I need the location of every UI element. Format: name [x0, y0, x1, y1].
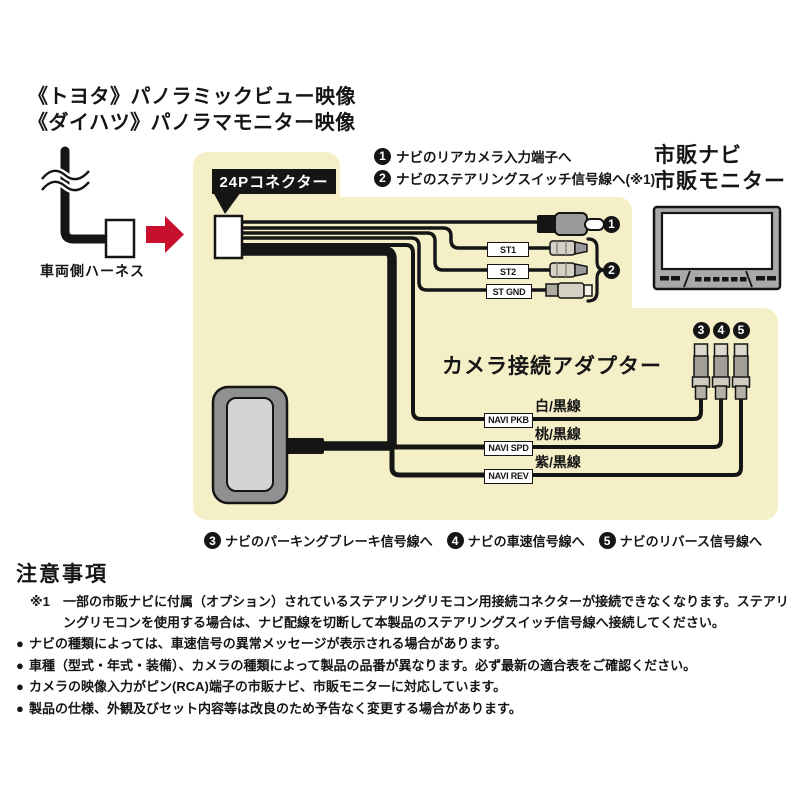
notice-item-3: ● 車種（型式・年式・装備）、カメラの種類によって製品の品番が異なります。必ず最…	[16, 656, 790, 677]
aftermarket-nav-heading: 市販ナビ 市販モニター	[654, 143, 786, 195]
badge-4: 4	[712, 321, 730, 339]
note-bottom-4: 4 ナビの車速信号線へ	[446, 531, 585, 550]
monitor-icon	[652, 205, 782, 291]
rev-wire-color-label: 紫/黒線	[535, 454, 581, 470]
adapter-box-icon	[211, 385, 324, 505]
pkb-wire-color-label: 白/黒線	[535, 398, 581, 414]
note-bottom-5: 5 ナビのリバース信号線へ	[598, 531, 762, 550]
harness-connector-icon	[104, 218, 136, 259]
vehicle-harness-label: 車両側ハーネス	[40, 263, 145, 279]
notice-item-1-text: 一部の市販ナビに付属（オプション）されているステアリングリモコン用接続コネクター…	[63, 594, 789, 630]
st-gnd-tag: ST GND	[486, 284, 532, 299]
note-top-2: 2 ナビのステアリングスイッチ信号線へ(※1)	[374, 168, 655, 188]
st2-terminal-icon	[549, 262, 588, 278]
navi-spd-tag: NAVI SPD	[484, 440, 533, 456]
note-bottom-4-text: ナビの車速信号線へ	[467, 534, 585, 549]
notice-item-5: ● 製品の仕様、外観及びセット内容等は改良のため予告なく変更する場合があります。	[16, 699, 790, 720]
notice-item-4-text: カメラの映像入力がピン(RCA)端子の市販ナビ、市販モニターに対応しています。	[29, 679, 507, 694]
note-top-2-text: ナビのステアリングスイッチ信号線へ(※1)	[396, 172, 656, 187]
badge-3: 3	[692, 321, 710, 339]
spd-wire-color-label: 桃/黒線	[535, 426, 581, 442]
note-bottom-3: 3 ナビのパーキングブレーキ信号線へ	[204, 531, 433, 550]
connector-24p-label: 24Pコネクター	[212, 169, 336, 194]
notice-heading: 注意事項	[16, 563, 108, 586]
notice-item-5-text: 製品の仕様、外観及びセット内容等は改良のため予告なく変更する場合があります。	[29, 700, 522, 716]
badge-steering-2: 2	[603, 261, 620, 279]
note-top-1: 1 ナビのリアカメラ入力端子へ	[374, 146, 572, 166]
red-arrow-icon	[146, 216, 184, 253]
notice-item-3-marker: ●	[16, 657, 24, 673]
wires	[242, 220, 743, 478]
badge-5: 5	[732, 321, 750, 339]
navi-pkb-tag: NAVI PKB	[484, 412, 533, 428]
st1-terminal-icon	[549, 240, 588, 256]
notice-item-1-marker: ※1	[30, 594, 50, 609]
connector-24p-icon	[213, 214, 244, 260]
notice-item-4-marker: ●	[16, 679, 24, 694]
notice-item-2: ● ナビの種類によっては、車速信号の異常メッセージが表示される場合があります。	[16, 634, 790, 655]
badge-rca-1: 1	[603, 215, 620, 233]
nav-heading-line2: 市販モニター	[654, 170, 786, 193]
label-pointer-icon	[213, 192, 241, 214]
bottom-notes: 3 ナビのパーキングブレーキ信号線へ 4 ナビの車速信号線へ 5 ナビのリバース…	[204, 531, 762, 550]
note-bottom-5-text: ナビのリバース信号線へ	[619, 534, 762, 549]
adapter-title: カメラ接続アダプター	[442, 355, 662, 378]
notice-list: ※1 一部の市販ナビに付属（オプション）されているステアリングリモコン用接続コネ…	[16, 592, 790, 720]
st-gnd-terminal-icon	[545, 282, 593, 299]
note-top-1-text: ナビのリアカメラ入力端子へ	[396, 150, 572, 165]
rev-terminal-icon	[731, 343, 751, 400]
st1-tag: ST1	[487, 242, 529, 257]
spd-terminal-icon	[711, 343, 731, 400]
page-title-line1: 《トヨタ》パノラミックビュー映像	[28, 86, 356, 108]
cable-break-squiggle-icon	[39, 167, 92, 194]
badge-bottom-4: 4	[446, 532, 464, 549]
notice-item-1: ※1 一部の市販ナビに付属（オプション）されているステアリングリモコン用接続コネ…	[30, 592, 790, 633]
harness-cable-icon	[39, 146, 136, 259]
notice-item-3-text: 車種（型式・年式・装備）、カメラの種類によって製品の品番が異なります。必ず最新の…	[29, 657, 697, 673]
st2-tag: ST2	[487, 264, 529, 279]
rca-plug-icon	[537, 212, 605, 236]
badge-bottom-5: 5	[598, 532, 616, 549]
badge-2: 2	[374, 169, 391, 187]
nav-heading-line1: 市販ナビ	[654, 144, 742, 167]
navi-rev-tag: NAVI REV	[484, 468, 533, 484]
notice-item-5-marker: ●	[16, 700, 24, 716]
pkb-terminal-icon	[691, 343, 711, 400]
page-title-line2: 《ダイハツ》パノラマモニター映像	[28, 112, 356, 134]
wire-trunk	[242, 246, 397, 447]
notice-item-2-marker: ●	[16, 636, 24, 651]
badge-1: 1	[374, 147, 391, 165]
note-bottom-3-text: ナビのパーキングブレーキ信号線へ	[225, 534, 433, 549]
badge-bottom-3: 3	[204, 532, 221, 549]
page-title: 《トヨタ》パノラミックビュー映像 《ダイハツ》パノラマモニター映像	[28, 84, 356, 136]
notice-item-4: ● カメラの映像入力がピン(RCA)端子の市販ナビ、市販モニターに対応しています…	[16, 677, 790, 698]
notice-item-2-text: ナビの種類によっては、車速信号の異常メッセージが表示される場合があります。	[29, 636, 508, 651]
